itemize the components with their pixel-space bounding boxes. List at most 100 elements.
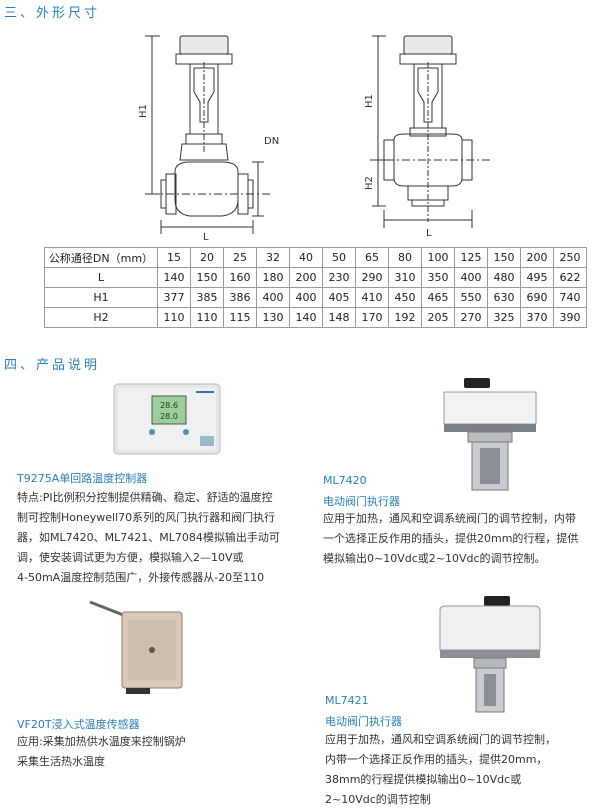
thermostat-display-bottom: 28.0	[160, 412, 178, 421]
table-cell: 160	[223, 267, 257, 288]
ml7420-title: ML7420	[323, 474, 367, 487]
table-cell: 386	[223, 287, 257, 308]
table-cell: 400	[256, 287, 290, 308]
table-cell: 350	[421, 267, 455, 288]
table-cell: 630	[487, 287, 521, 308]
right-valve-drawing	[370, 35, 490, 228]
table-cell: 140	[289, 307, 323, 328]
vf20t-title: VF20T浸入式温度传感器	[17, 718, 140, 731]
ml7421-actuator-image	[439, 596, 541, 713]
table-cell: 125	[454, 247, 488, 268]
description-line: 特点:PI比例积分控制提供精确、稳定、舒适的温度控	[17, 491, 273, 504]
table-cell: 32	[256, 247, 290, 268]
table-cell: 400	[289, 287, 323, 308]
table-header-cell: 公称通径DN（mm）	[44, 247, 158, 268]
dimension-table: 公称通径DN（mm） 15 20 25 32 40 50 65 80 100 1…	[44, 247, 587, 328]
table-cell: 690	[520, 287, 554, 308]
table-cell: 400	[454, 267, 488, 288]
description-line: 调，使安装调试更为方便，模拟输入2—10V或	[17, 551, 244, 564]
table-cell: 115	[223, 307, 257, 328]
table-cell: 310	[388, 267, 422, 288]
table-cell: 200	[289, 267, 323, 288]
table-cell: 390	[553, 307, 587, 328]
table-cell: 550	[454, 287, 488, 308]
ml7420-subtitle: 电动阀门执行器	[323, 495, 400, 508]
table-cell: 465	[421, 287, 455, 308]
table-cell: 192	[388, 307, 422, 328]
table-cell: 480	[487, 267, 521, 288]
right-h2-label: H2	[364, 176, 375, 190]
description-line: 一个选择正反作用的插头，提供20mm的行程，提供	[323, 532, 579, 545]
table-cell: 205	[421, 307, 455, 328]
table-row-label: H2	[44, 307, 158, 328]
table-cell: 325	[487, 307, 521, 328]
table-cell: 200	[520, 247, 554, 268]
table-cell: 495	[520, 267, 554, 288]
table-cell: 230	[322, 267, 356, 288]
ml7421-description: 应用于加热，通风和空调系统阀门的调节控制， 内带一个选择正反作用的插头，提供20…	[325, 730, 600, 810]
table-cell: 740	[553, 287, 587, 308]
table-row-label: H1	[44, 287, 158, 308]
vf20t-sensor-image	[89, 600, 183, 694]
vf20t-description: 应用:采集加热供水温度来控制锅炉 采集生活热水温度	[17, 732, 297, 772]
table-cell: 140	[157, 267, 191, 288]
table-row-h2: H2 110 110 115 130 140 148 170 192 205 2…	[44, 307, 587, 328]
description-line: 应用于加热，通风和空调系统阀门的调节控制，内带	[323, 512, 576, 525]
table-cell: 110	[190, 307, 224, 328]
description-line: 器，如ML7420、ML7421、ML7084模拟输出手动可	[17, 531, 280, 544]
ml7421-subtitle: 电动阀门执行器	[325, 715, 402, 728]
table-row-dn: 公称通径DN（mm） 15 20 25 32 40 50 65 80 100 1…	[44, 247, 587, 268]
table-cell: 290	[355, 267, 389, 288]
table-cell: 370	[520, 307, 554, 328]
left-l-label: L	[203, 232, 209, 243]
section-3-title: 三、外形尺寸	[4, 6, 101, 21]
description-line: 应用于加热，通风和空调系统阀门的调节控制，	[325, 733, 556, 746]
table-cell: 50	[322, 247, 356, 268]
table-cell: 150	[190, 267, 224, 288]
description-line: 制可控制Honeywell70系列的风门执行器和阀门执行	[17, 511, 276, 524]
table-cell: 410	[355, 287, 389, 308]
table-cell: 405	[322, 287, 356, 308]
table-cell: 385	[190, 287, 224, 308]
thermostat-display-top: 28.6	[160, 401, 178, 410]
left-h1-label: H1	[138, 104, 149, 118]
table-cell: 450	[388, 287, 422, 308]
table-cell: 130	[256, 307, 290, 328]
table-cell: 180	[256, 267, 290, 288]
table-cell: 270	[454, 307, 488, 328]
left-valve-drawing	[145, 35, 270, 234]
table-cell: 110	[157, 307, 191, 328]
description-line: 内带一个选择正反作用的插头，提供20mm，	[325, 753, 548, 766]
description-line: 38mm的行程提供模拟输出0~10Vdc或	[325, 773, 522, 786]
ml7421-title: ML7421	[325, 694, 369, 707]
left-dn-label: DN	[264, 136, 279, 147]
table-cell: 170	[355, 307, 389, 328]
table-cell: 25	[223, 247, 257, 268]
right-h1-label: H1	[364, 94, 375, 108]
description-line: 2~10Vdc的调节控制	[325, 793, 431, 806]
table-cell: 250	[553, 247, 587, 268]
section-4-title: 四、产品说明	[4, 358, 101, 373]
table-cell: 15	[157, 247, 191, 268]
ml7420-description: 应用于加热，通风和空调系统阀门的调节控制，内带 一个选择正反作用的插头，提供20…	[323, 509, 600, 569]
description-line: 采集生活热水温度	[17, 755, 105, 768]
description-line: 模拟输出0~10Vdc或2~10Vdc的调节控制。	[323, 552, 546, 565]
t9275a-description: 特点:PI比例积分控制提供精确、稳定、舒适的温度控 制可控制Honeywell7…	[17, 488, 317, 588]
table-cell: 40	[289, 247, 323, 268]
table-cell: 20	[190, 247, 224, 268]
table-cell: 150	[487, 247, 521, 268]
table-cell: 100	[421, 247, 455, 268]
table-cell: 622	[553, 267, 587, 288]
t9275a-title: T9275A单回路温度控制器	[17, 472, 148, 485]
table-cell: 80	[388, 247, 422, 268]
table-row-l: L 140 150 160 180 200 230 290 310 350 40…	[44, 267, 587, 288]
table-cell: 148	[322, 307, 356, 328]
table-cell: 65	[355, 247, 389, 268]
right-l-label: L	[426, 228, 432, 239]
description-line: 应用:采集加热供水温度来控制锅炉	[17, 735, 186, 748]
table-row-label: L	[44, 267, 158, 288]
valve-dimension-drawings: H1 DN L H1 H2 L	[138, 35, 490, 243]
table-cell: 377	[157, 287, 191, 308]
table-row-h1: H1 377 385 386 400 400 405 410 450 465 5…	[44, 287, 587, 308]
t9275a-thermostat-image: 28.6 28.0	[113, 383, 221, 455]
